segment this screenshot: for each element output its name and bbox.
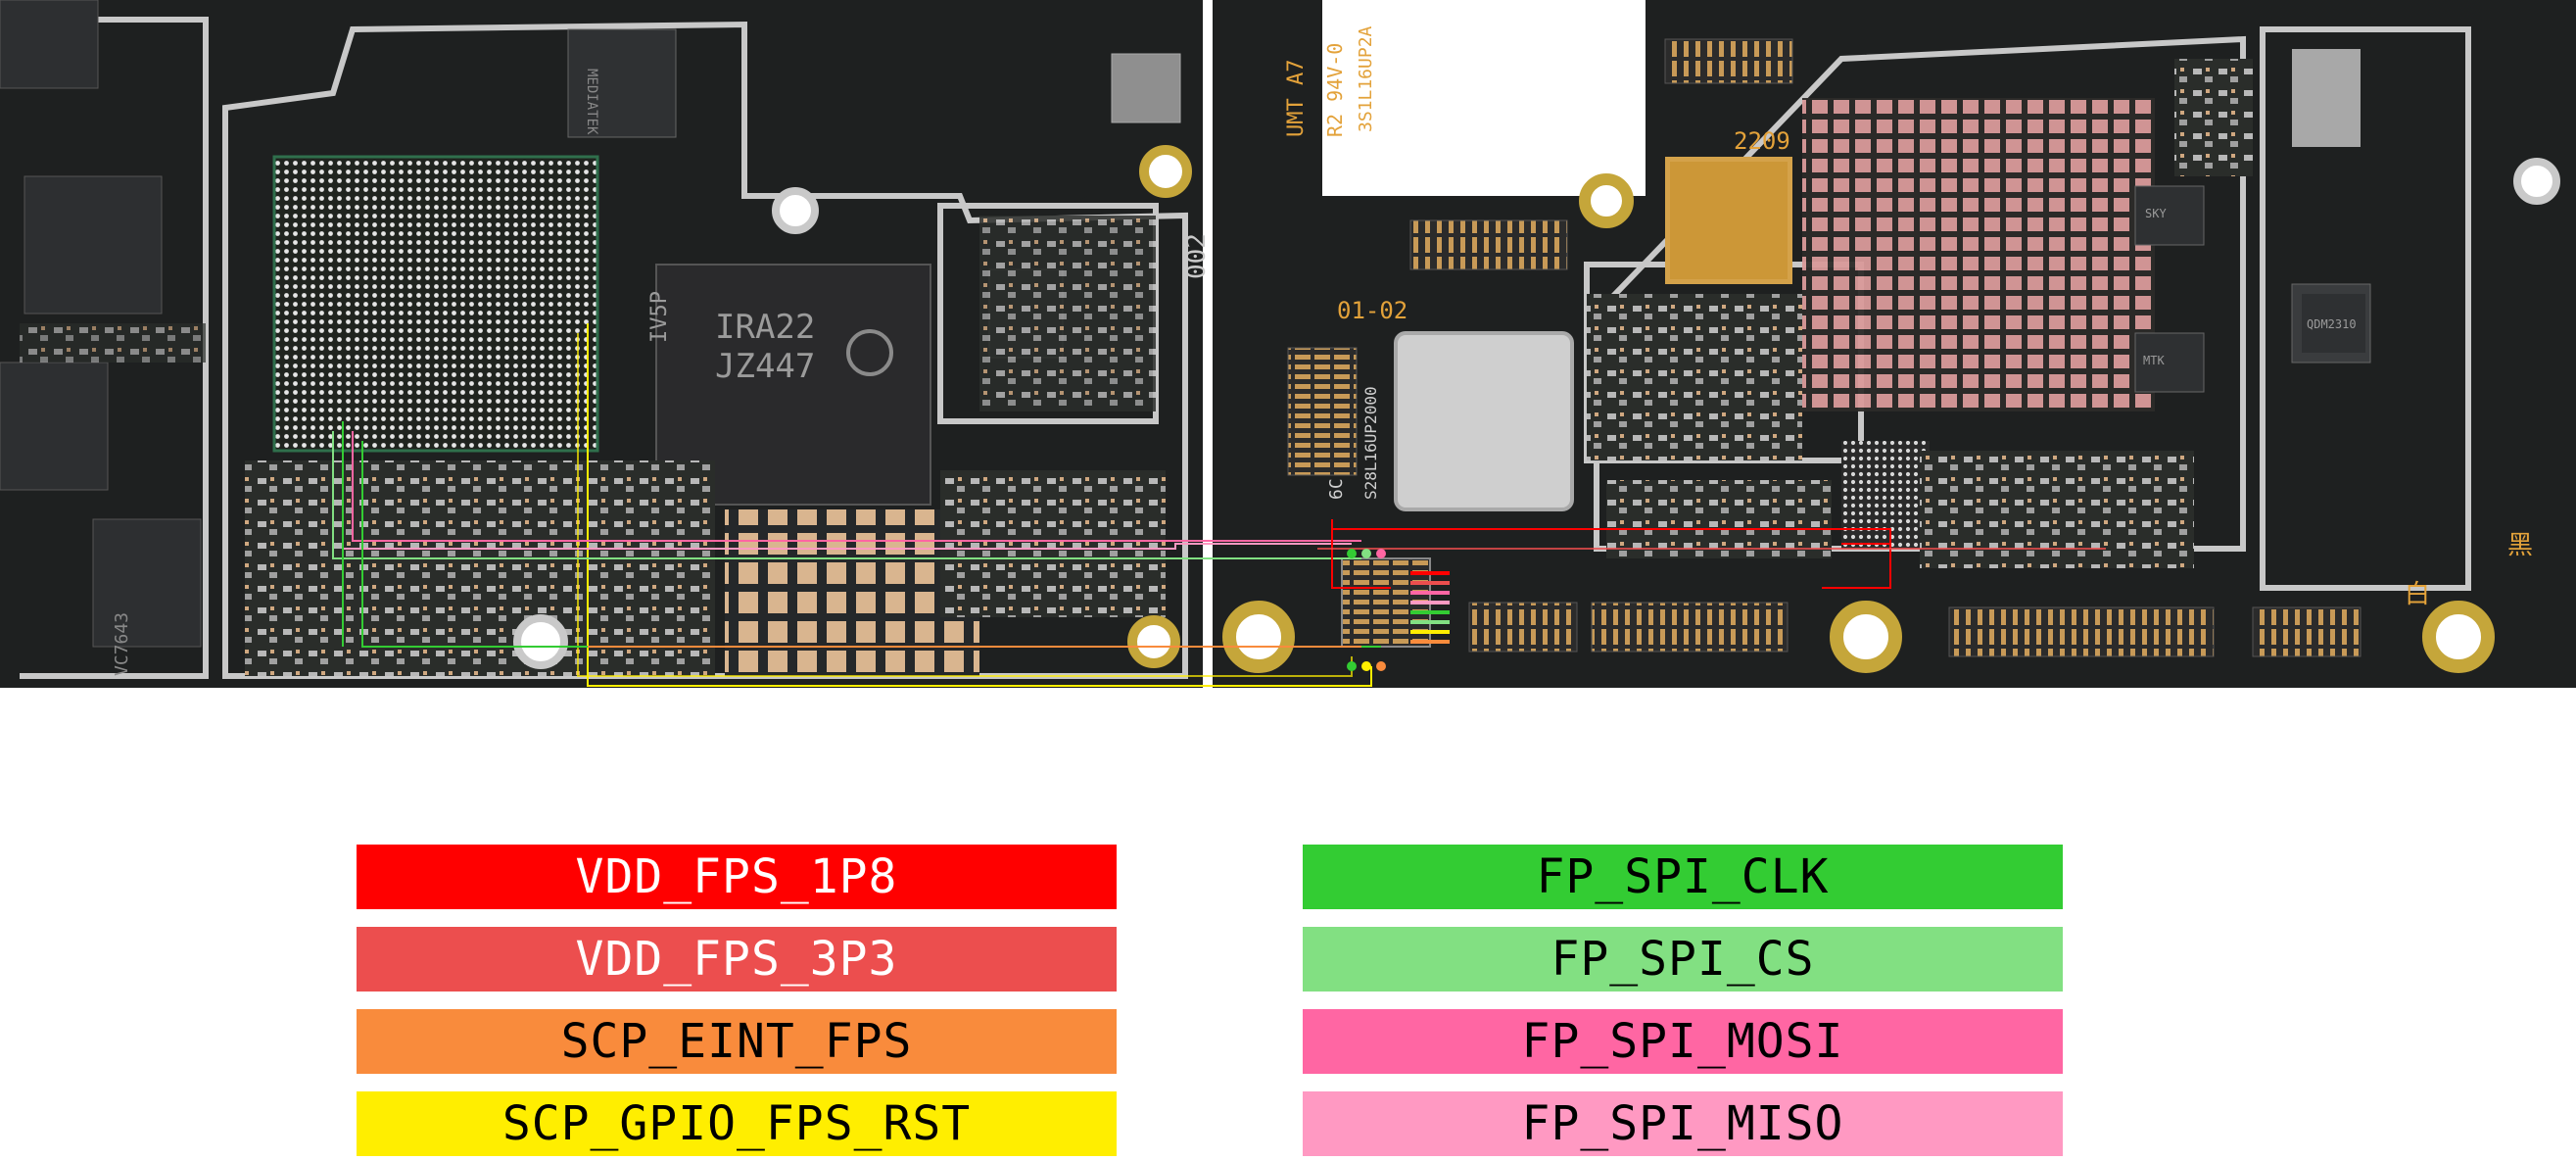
right-text-3s1: 3S1L16UP2A	[1356, 25, 1376, 132]
legend-scp-eint-fps: SCP_EINT_FPS	[357, 1009, 1117, 1074]
right-text-bai: 白	[2405, 580, 2430, 609]
right-text-qdm: QDM2310	[2307, 317, 2357, 331]
left-text-vc7643: VC7643	[112, 612, 132, 676]
legend-label: SCP_GPIO_FPS_RST	[501, 1096, 972, 1151]
legend-label: VDD_FPS_1P8	[575, 849, 898, 904]
right-text-0102: 01-02	[1337, 297, 1407, 324]
legend-fp-spi-mosi: FP_SPI_MOSI	[1303, 1009, 2063, 1074]
left-text-002: 002	[1182, 233, 1212, 279]
legend-label: FP_SPI_CS	[1550, 932, 1815, 987]
legend-label: FP_SPI_MOSI	[1521, 1014, 1844, 1069]
legend-label: FP_SPI_MISO	[1521, 1096, 1844, 1151]
right-text-hei: 黑	[2507, 531, 2533, 560]
left-text-mediatek: MEDIATEK	[584, 69, 599, 135]
chip-label-2: JZ447	[715, 347, 815, 386]
legend-vdd-fps-3p3: VDD_FPS_3P3	[357, 927, 1117, 992]
right-text-r2: R2 94V-0	[1323, 43, 1347, 137]
right-text-2209: 2209	[1734, 127, 1790, 155]
legend-label: FP_SPI_CLK	[1536, 849, 1830, 904]
legend-scp-gpio-fps-rst: SCP_GPIO_FPS_RST	[357, 1091, 1117, 1156]
legend-fp-spi-clk: FP_SPI_CLK	[1303, 845, 2063, 909]
chip-label-3: IV5P	[647, 291, 672, 343]
legend-fp-spi-miso: FP_SPI_MISO	[1303, 1091, 2063, 1156]
right-text-sky: SKY	[2145, 207, 2167, 220]
right-text-umt: UMT A7	[1284, 60, 1309, 137]
right-text-s28: S28L16UP2000	[1361, 386, 1380, 500]
legend-vdd-fps-1p8: VDD_FPS_1P8	[357, 845, 1117, 909]
legend-label: SCP_EINT_FPS	[560, 1014, 913, 1069]
chip-label-1: IRA22	[715, 308, 815, 347]
legend-label: VDD_FPS_3P3	[575, 932, 898, 987]
pcb-board-image: IRA22 JZ447 IV5P VC7643 MEDIATEK 002 UMT…	[0, 0, 2576, 688]
right-text-mtk: MTK	[2143, 354, 2165, 367]
legend-fp-spi-cs: FP_SPI_CS	[1303, 927, 2063, 992]
